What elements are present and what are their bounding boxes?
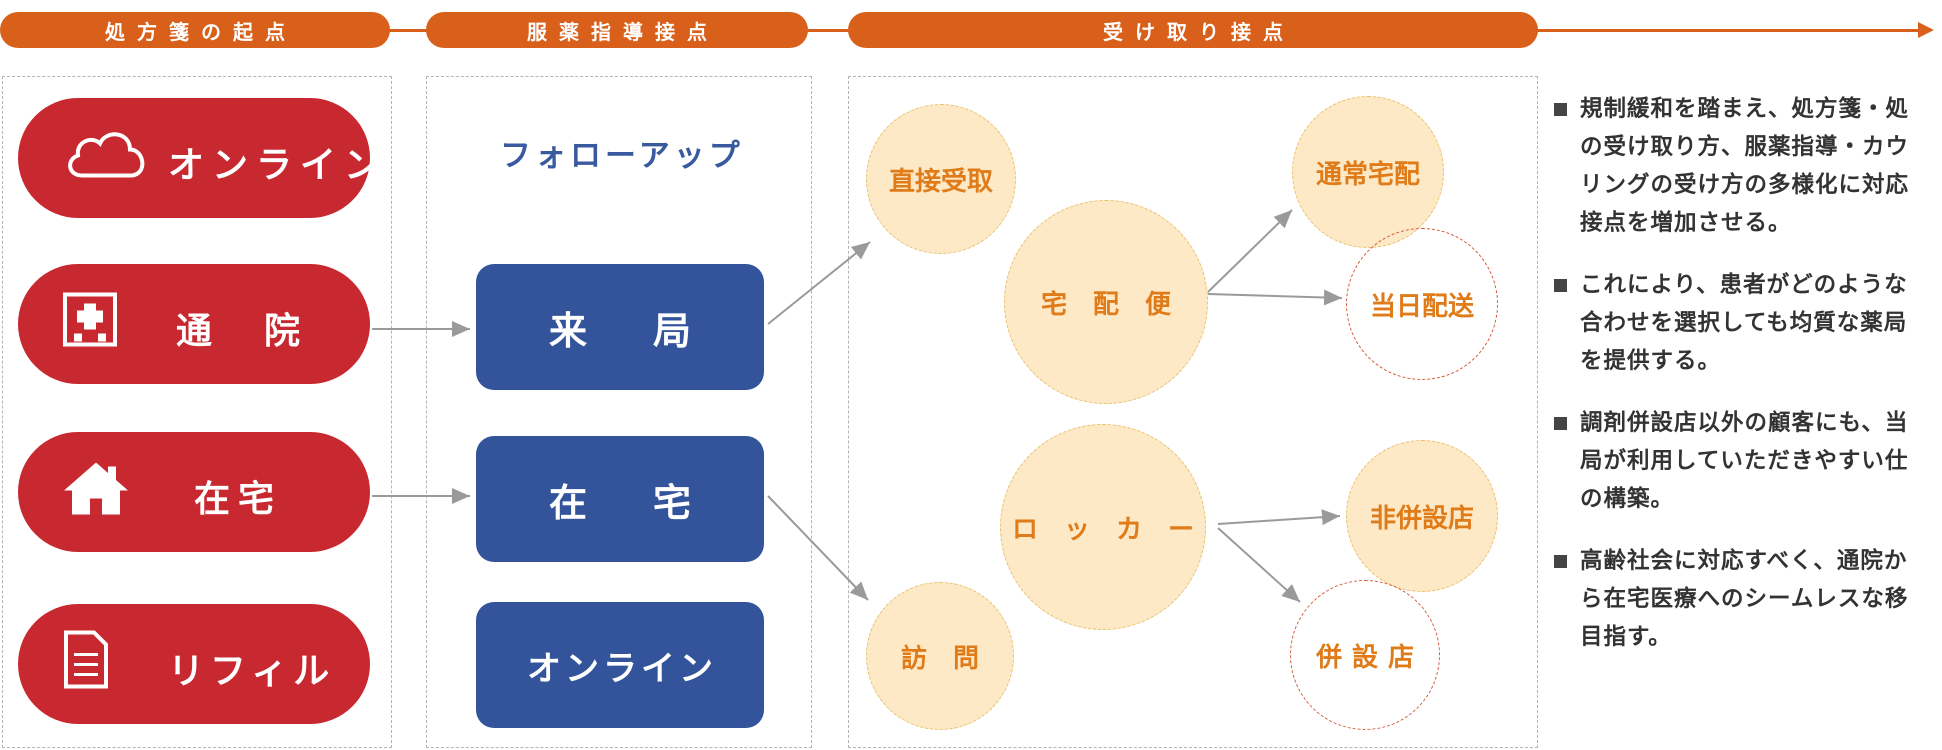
circle-delivery: 宅 配 便 xyxy=(1004,200,1208,404)
origin-panel xyxy=(2,76,392,748)
document-icon xyxy=(62,629,110,700)
guidance-panel xyxy=(426,76,812,748)
origin-online: オンライン xyxy=(18,98,380,218)
circle-locker: ロ ッ カ ー xyxy=(1000,424,1206,630)
circle-attached: 併設店 xyxy=(1290,580,1440,730)
circle-same-day: 当日配送 xyxy=(1346,228,1498,380)
bullet-list: 規制緩和を踏まえ、処方箋・処 の受け取り方、服薬指導・カウ リングの受け方の多様… xyxy=(1552,90,1942,680)
square-bullet-icon xyxy=(1554,103,1567,116)
followup-title: フォローアップ xyxy=(500,138,744,174)
arrow-right-icon xyxy=(1918,22,1934,38)
bullet-item: 高齢社会に対応すべく、通院か ら在宅医療へのシームレスな移 目指す。 xyxy=(1552,542,1942,656)
arrow-locker-to-nonattached xyxy=(1217,509,1341,526)
header-connector xyxy=(800,29,860,32)
bullet-item: 調剤併設店以外の顧客にも、当 局が利用していただきやすい仕 の構築。 xyxy=(1552,404,1942,518)
origin-label: 通 院 xyxy=(176,311,309,352)
circle-normal-delivery: 通常宅配 xyxy=(1292,96,1444,248)
square-bullet-icon xyxy=(1554,417,1567,430)
arrow-home-to-visit xyxy=(767,495,869,601)
arrow-delivery-to-normal xyxy=(1207,209,1293,293)
bullet-item: 規制緩和を踏まえ、処方箋・処 の受け取り方、服薬指導・カウ リングの受け方の多様… xyxy=(1552,90,1942,242)
guidance-online: オンライン xyxy=(476,602,764,728)
header-receipt-contact: 受け取り接点 xyxy=(848,12,1538,48)
arrow-delivery-to-sameday xyxy=(1207,289,1343,306)
arrow-locker-to-attached xyxy=(1217,527,1301,603)
receipt-panel xyxy=(848,76,1538,748)
header-guidance-contact: 服薬指導接点 xyxy=(426,12,808,48)
guidance-visit-pharmacy: 来 局 xyxy=(476,264,764,390)
circle-direct-receipt: 直接受取 xyxy=(866,104,1016,254)
header-prescription-origin: 処方箋の起点 xyxy=(0,12,390,48)
circle-visit: 訪 問 xyxy=(866,582,1014,730)
cloud-icon xyxy=(62,126,152,191)
origin-label: リフィル xyxy=(168,651,336,692)
guidance-home: 在 宅 xyxy=(476,436,764,562)
square-bullet-icon xyxy=(1554,279,1567,292)
square-bullet-icon xyxy=(1554,555,1567,568)
origin-refill: リフィル xyxy=(18,604,370,724)
header-connector xyxy=(380,29,440,32)
origin-label: 在宅 xyxy=(194,479,283,520)
origin-clinic: 通 院 xyxy=(18,264,370,384)
bullet-item: これにより、患者がどのような 合わせを選択しても均質な薬局 を提供する。 xyxy=(1552,266,1942,380)
hospital-icon xyxy=(62,292,118,357)
arrow-pharmacy-to-receipt xyxy=(767,241,871,325)
house-icon xyxy=(62,459,130,526)
timeline-line xyxy=(1500,29,1920,32)
origin-home: 在宅 xyxy=(18,432,370,552)
circle-non-attached: 非併設店 xyxy=(1346,440,1498,592)
origin-label: オンライン xyxy=(168,145,389,186)
